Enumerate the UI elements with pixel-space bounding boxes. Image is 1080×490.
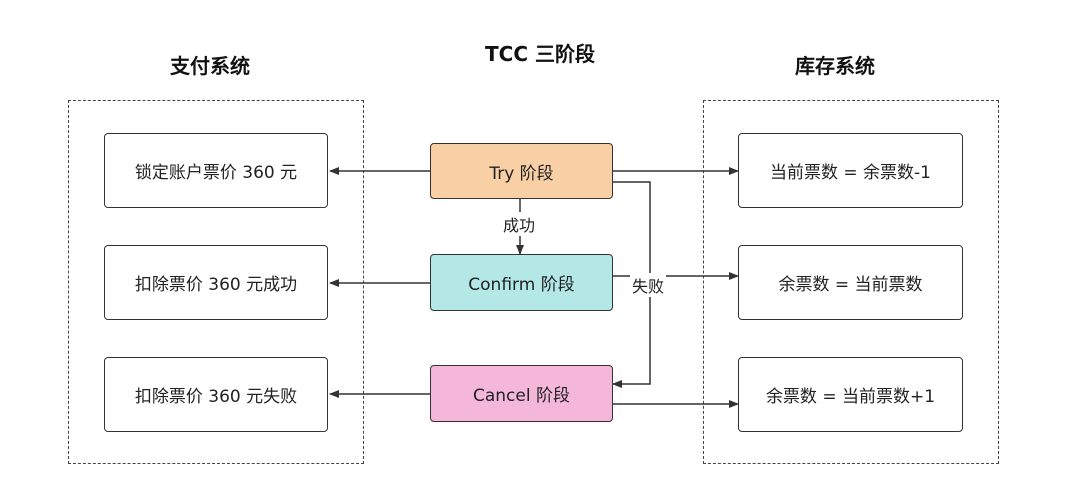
node-lock-price: 锁定账户票价 360 元 bbox=[104, 133, 328, 208]
node-deduct-fail: 扣除票价 360 元失败 bbox=[104, 357, 328, 432]
diagram-title: TCC 三阶段 bbox=[485, 42, 595, 66]
payment-system-group bbox=[68, 100, 364, 464]
edge-label-success: 成功 bbox=[501, 212, 538, 236]
node-remain-plus: 余票数 = 当前票数+1 bbox=[738, 357, 963, 432]
node-confirm-phase: Confirm 阶段 bbox=[430, 254, 613, 311]
node-try-phase: Try 阶段 bbox=[430, 143, 613, 199]
node-deduct-success: 扣除票价 360 元成功 bbox=[104, 245, 328, 320]
payment-system-title: 支付系统 bbox=[170, 54, 250, 78]
node-cancel-phase: Cancel 阶段 bbox=[430, 365, 613, 422]
node-current-minus: 当前票数 = 余票数-1 bbox=[738, 133, 963, 208]
edge-label-fail: 失败 bbox=[630, 273, 667, 297]
node-remain-eq: 余票数 = 当前票数 bbox=[738, 245, 963, 320]
inventory-system-title: 库存系统 bbox=[795, 54, 875, 78]
inventory-system-group bbox=[703, 100, 999, 464]
